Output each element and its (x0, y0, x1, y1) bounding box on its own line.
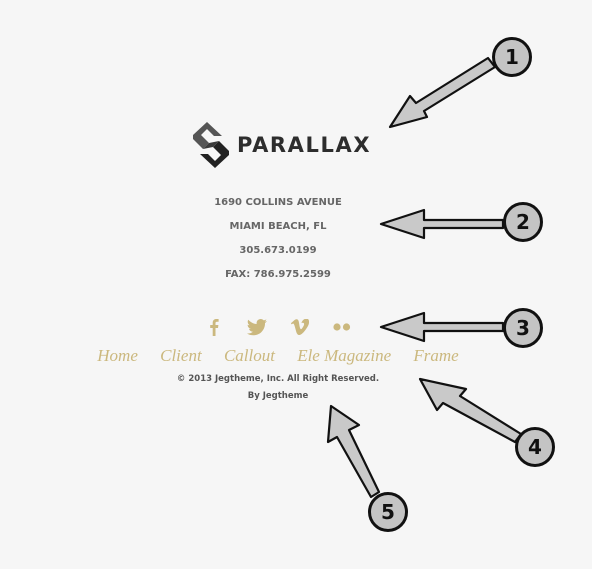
flickr-icon (333, 323, 351, 331)
vimeo-icon (290, 319, 309, 335)
phone-number: 305.673.0199 (239, 245, 317, 256)
address-line: 1690 COLLINS AVENUE (214, 197, 342, 208)
callout-badge-2: 2 (503, 202, 543, 242)
callout-badge-4: 4 (515, 427, 555, 467)
arrow-4 (418, 377, 523, 444)
flickr-link[interactable] (331, 316, 353, 338)
facebook-link[interactable] (205, 316, 223, 338)
copyright-by: By Jegtheme (247, 391, 309, 401)
vimeo-link[interactable] (288, 316, 310, 338)
menu-item-callout[interactable]: Callout (223, 346, 275, 365)
arrow-2 (379, 208, 505, 240)
menu-item-ele-magazine[interactable]: Ele Magazine (297, 346, 392, 365)
twitter-icon (247, 318, 267, 335)
twitter-link[interactable] (245, 316, 269, 338)
fax-number: FAX: 786.975.2599 (225, 269, 331, 280)
copyright-text: © 2013 Jegtheme, Inc. All Right Reserved… (176, 374, 380, 384)
callout-badge-1: 1 (492, 37, 532, 77)
menu-item-client[interactable]: Client (160, 346, 202, 365)
callout-badge-5: 5 (368, 492, 408, 532)
arrow-5 (326, 404, 381, 499)
arrow-1 (388, 56, 497, 129)
address-city: MIAMI BEACH, FL (229, 221, 327, 232)
menu-item-home[interactable]: Home (97, 346, 138, 365)
arrow-3 (379, 311, 505, 343)
menu-item-frame[interactable]: Frame (413, 346, 459, 365)
site-logo[interactable]: PARALLAX (192, 122, 372, 170)
callout-badge-3: 3 (503, 308, 543, 348)
facebook-icon (210, 319, 219, 336)
diamond-logo-icon (193, 122, 229, 168)
logo-wordmark: PARALLAX (237, 133, 372, 157)
footer-menu: Home Client Callout Ele Magazine Frame (0, 346, 556, 366)
